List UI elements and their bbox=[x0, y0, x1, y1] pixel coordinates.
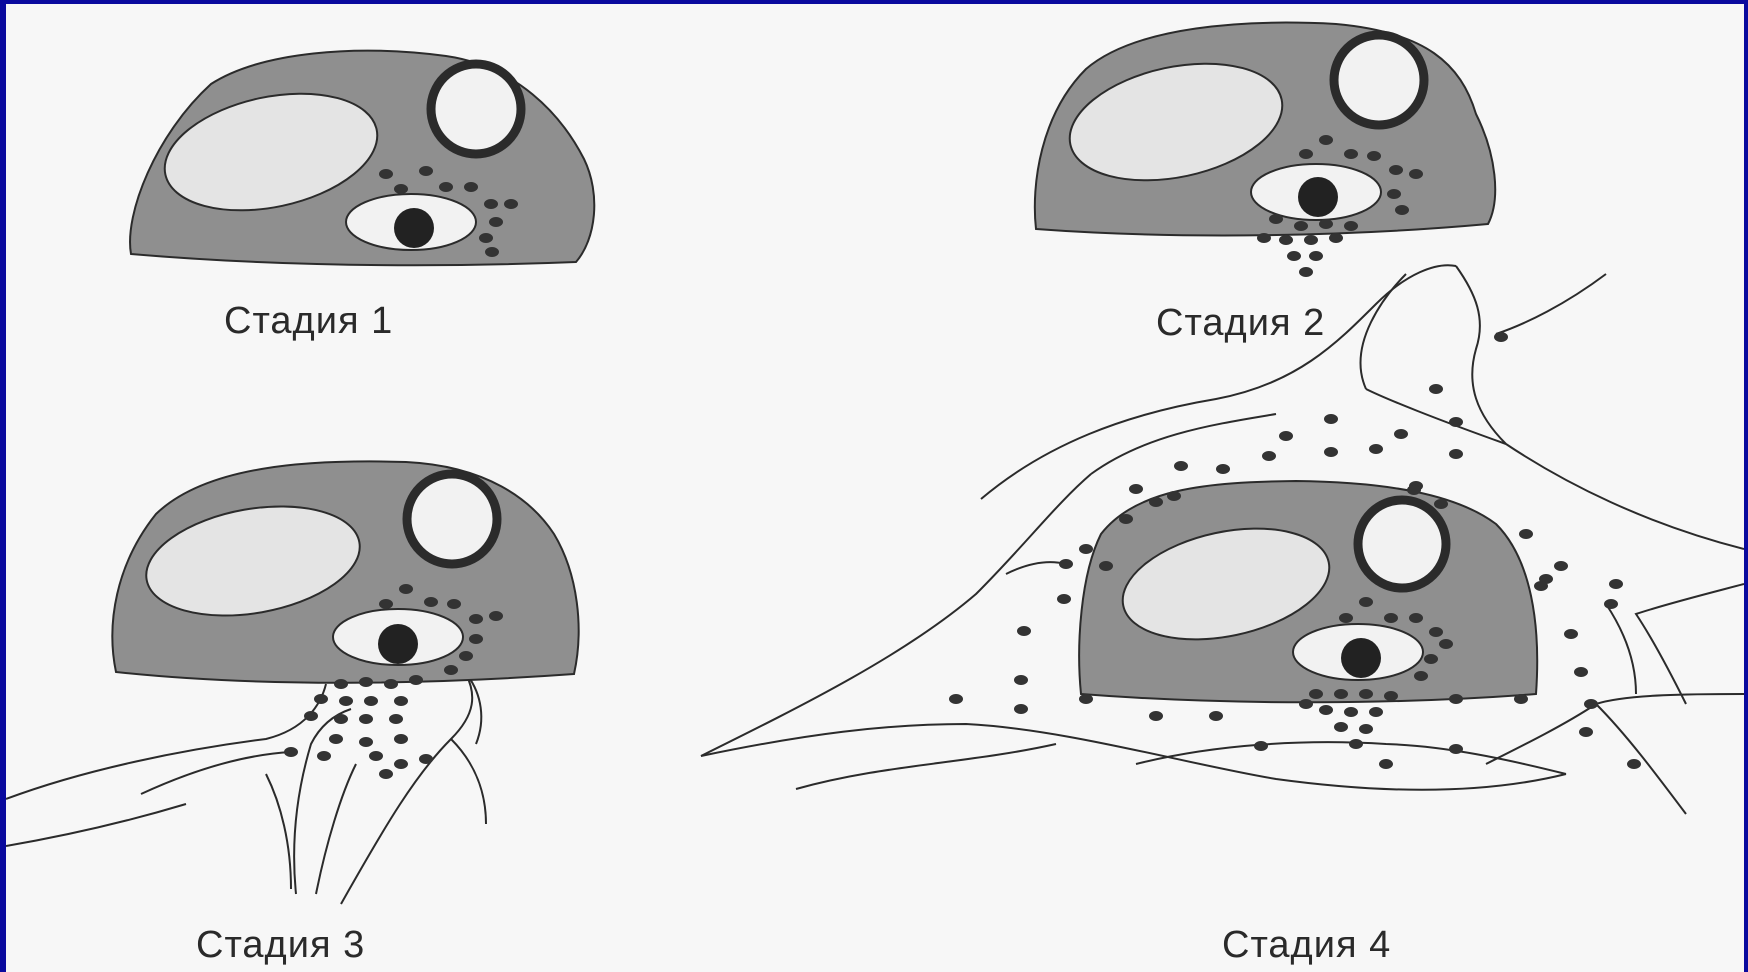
cell-stages-diagram bbox=[6, 4, 1744, 972]
stage-4-centriole bbox=[1341, 638, 1381, 678]
stage-3-label: Стадия 3 bbox=[196, 924, 365, 967]
stage-4-label: Стадия 4 bbox=[1222, 924, 1391, 967]
stage-3-vacuole bbox=[407, 474, 497, 564]
stage-1-cell bbox=[130, 51, 594, 266]
stage-2-cell bbox=[1035, 23, 1495, 277]
stage-1-vacuole bbox=[431, 64, 521, 154]
stage-1-centriole bbox=[394, 208, 434, 248]
stage-3-cell bbox=[6, 461, 579, 904]
stage-3-processes bbox=[6, 674, 486, 904]
stage-4-vacuole bbox=[1358, 500, 1446, 588]
stage-3-centriole bbox=[378, 624, 418, 664]
stage-2-vacuole bbox=[1334, 35, 1424, 125]
stage-2-centriole bbox=[1298, 177, 1338, 217]
stage-4-cell bbox=[701, 265, 1744, 814]
diagram-panel: Стадия 1 Стадия 2 Стадия 3 Стадия 4 bbox=[6, 4, 1744, 972]
stage-1-label: Стадия 1 bbox=[224, 300, 393, 343]
stage-2-label: Стадия 2 bbox=[1156, 302, 1325, 345]
